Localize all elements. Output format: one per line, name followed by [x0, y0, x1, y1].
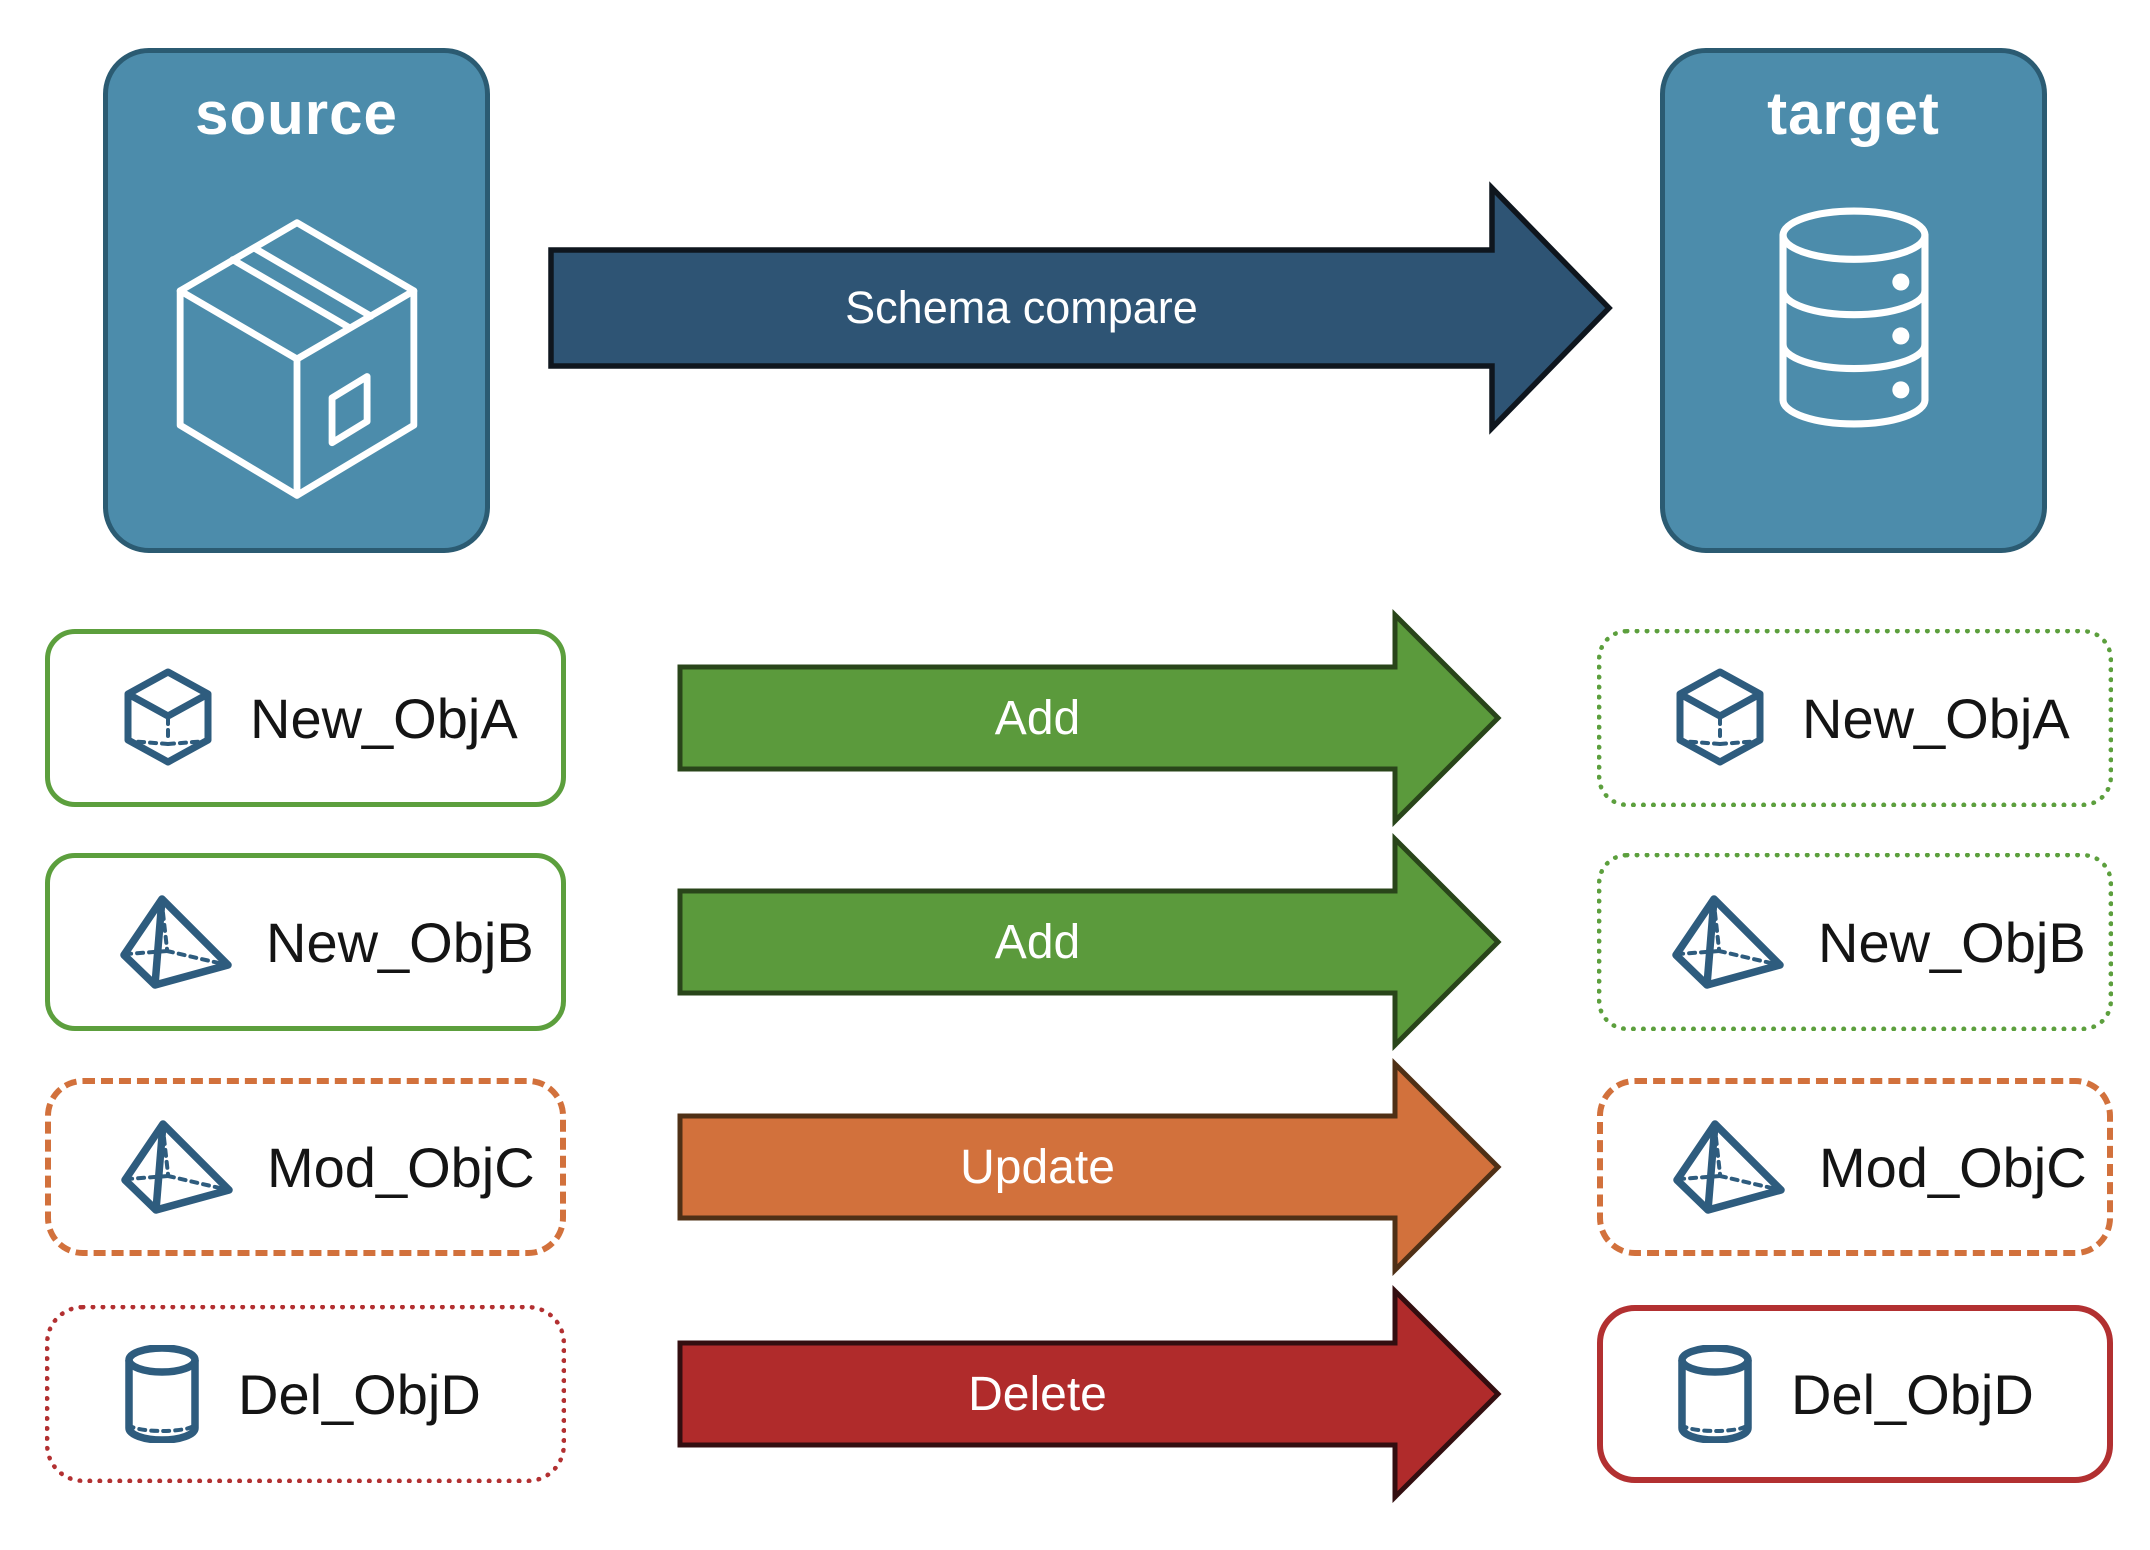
add-arrow-row1: Add — [676, 608, 1502, 828]
source-object-card-new-obja: New_ObjA — [45, 629, 566, 807]
target-object-card-mod-objc: Mod_ObjC — [1597, 1078, 2113, 1256]
schema-compare-arrow-label: Schema compare — [845, 282, 1198, 333]
update-arrow: Update — [676, 1057, 1502, 1277]
object-label: Del_ObjD — [1791, 1362, 2034, 1426]
source-node: source — [103, 48, 490, 553]
pyramid-icon — [1673, 1120, 1785, 1214]
add-arrow-label: Add — [994, 691, 1081, 745]
pyramid-icon — [120, 895, 232, 989]
object-label: Mod_ObjC — [267, 1135, 535, 1199]
source-object-card-mod-objc: Mod_ObjC — [45, 1078, 566, 1256]
schema-compare-arrow: Schema compare — [547, 181, 1613, 435]
cylinder-icon — [1678, 1345, 1752, 1443]
delete-arrow: Delete — [676, 1284, 1502, 1504]
add-arrow-row2: Add — [676, 832, 1502, 1052]
object-label: New_ObjA — [1802, 686, 2070, 750]
target-object-card-new-obja: New_ObjA — [1597, 629, 2113, 807]
pyramid-icon — [1672, 895, 1784, 989]
object-label: Mod_ObjC — [1819, 1135, 2087, 1199]
target-node: target — [1660, 48, 2047, 553]
database-icon — [1778, 207, 1929, 428]
update-arrow-label: Update — [960, 1140, 1115, 1194]
object-label: Del_ObjD — [238, 1362, 481, 1426]
target-object-card-new-objb: New_ObjB — [1597, 853, 2113, 1031]
source-object-card-new-objb: New_ObjB — [45, 853, 566, 1031]
cube-icon — [1676, 668, 1764, 766]
cube-icon — [124, 668, 212, 766]
object-label: New_ObjB — [1818, 910, 2086, 974]
pyramid-icon — [121, 1120, 233, 1214]
add-arrow-label: Add — [994, 915, 1081, 969]
delete-arrow-label: Delete — [968, 1367, 1107, 1421]
object-label: New_ObjB — [266, 910, 534, 974]
source-object-card-del-objd: Del_ObjD — [45, 1305, 566, 1483]
target-object-card-del-objd: Del_ObjD — [1597, 1305, 2113, 1483]
target-node-label: target — [1767, 80, 1940, 147]
source-node-label: source — [195, 80, 398, 147]
object-label: New_ObjA — [250, 686, 518, 750]
package-box-icon — [176, 219, 417, 499]
cylinder-icon — [125, 1345, 199, 1443]
